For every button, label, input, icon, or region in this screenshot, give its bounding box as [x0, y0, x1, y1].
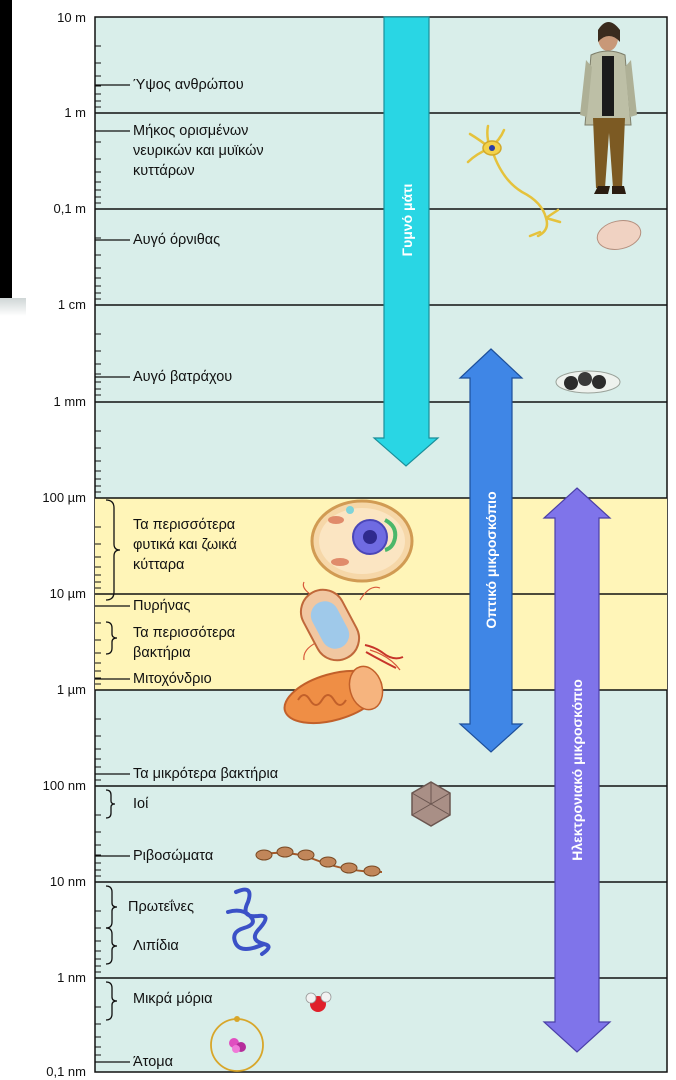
scale-label-0.1m: 0,1 m [0, 202, 86, 216]
naked-eye-arrow: Γυμνό μάτι [374, 17, 438, 466]
scale-label-10nm: 10 nm [0, 875, 86, 889]
label-smallest-bacteria: Τα μικρότερα βακτήρια [133, 765, 278, 783]
label-mitochondrion: Μιτοχόνδριο [133, 670, 212, 688]
label-nerve-muscle-line1: Μήκος ορισμένων [133, 122, 248, 140]
label-most-bacteria-line1: Τα περισσότερα [133, 624, 235, 642]
scale-label-1nm: 1 nm [0, 971, 86, 985]
electron-microscope-label: Ηλεκτρονιακό μικροσκόπιο [569, 679, 585, 861]
label-atoms: Άτομα [133, 1053, 173, 1071]
label-most-cells-line1: Τα περισσότερα [133, 516, 235, 534]
light-microscope-label: Οπτικό μικροσκόπιο [483, 491, 499, 628]
label-viruses: Ιοί [133, 795, 148, 813]
frog-eggs-illustration [556, 371, 620, 393]
animal-cell-illustration [312, 501, 412, 581]
scale-label-0.1nm: 0,1 nm [0, 1065, 86, 1079]
scale-label-1m: 1 m [0, 106, 86, 120]
scale-label-10m: 10 m [0, 11, 86, 25]
scale-label-10um: 10 µm [0, 587, 86, 601]
label-ribosomes: Ριβοσώματα [133, 847, 213, 865]
label-nucleus: Πυρήνας [133, 597, 190, 615]
label-nerve-muscle-line3: κυττάρων [133, 162, 195, 180]
naked-eye-label: Γυμνό μάτι [399, 184, 415, 257]
label-most-cells-line3: κύτταρα [133, 556, 184, 574]
scale-label-1mm: 1 mm [0, 395, 86, 409]
label-proteins: Πρωτεΐνες [128, 898, 194, 916]
label-most-cells-line2: φυτικά και ζωικά [133, 536, 237, 554]
label-lipids: Λιπίδια [133, 937, 179, 955]
label-frog-egg: Αυγό βατράχου [133, 368, 232, 386]
label-small-molecules: Μικρά μόρια [133, 990, 212, 1008]
scale-label-100um: 100 µm [0, 491, 86, 505]
scale-label-1um: 1 µm [0, 683, 86, 697]
label-nerve-muscle-line2: νευρικών και μυϊκών [133, 142, 264, 160]
scale-label-100nm: 100 nm [0, 779, 86, 793]
scale-label-1cm: 1 cm [0, 298, 86, 312]
label-bird-egg: Αυγό όρνιθας [133, 231, 220, 249]
label-most-bacteria-line2: βακτήρια [133, 644, 191, 662]
label-human-height: Ύψος ανθρώπου [133, 76, 244, 94]
